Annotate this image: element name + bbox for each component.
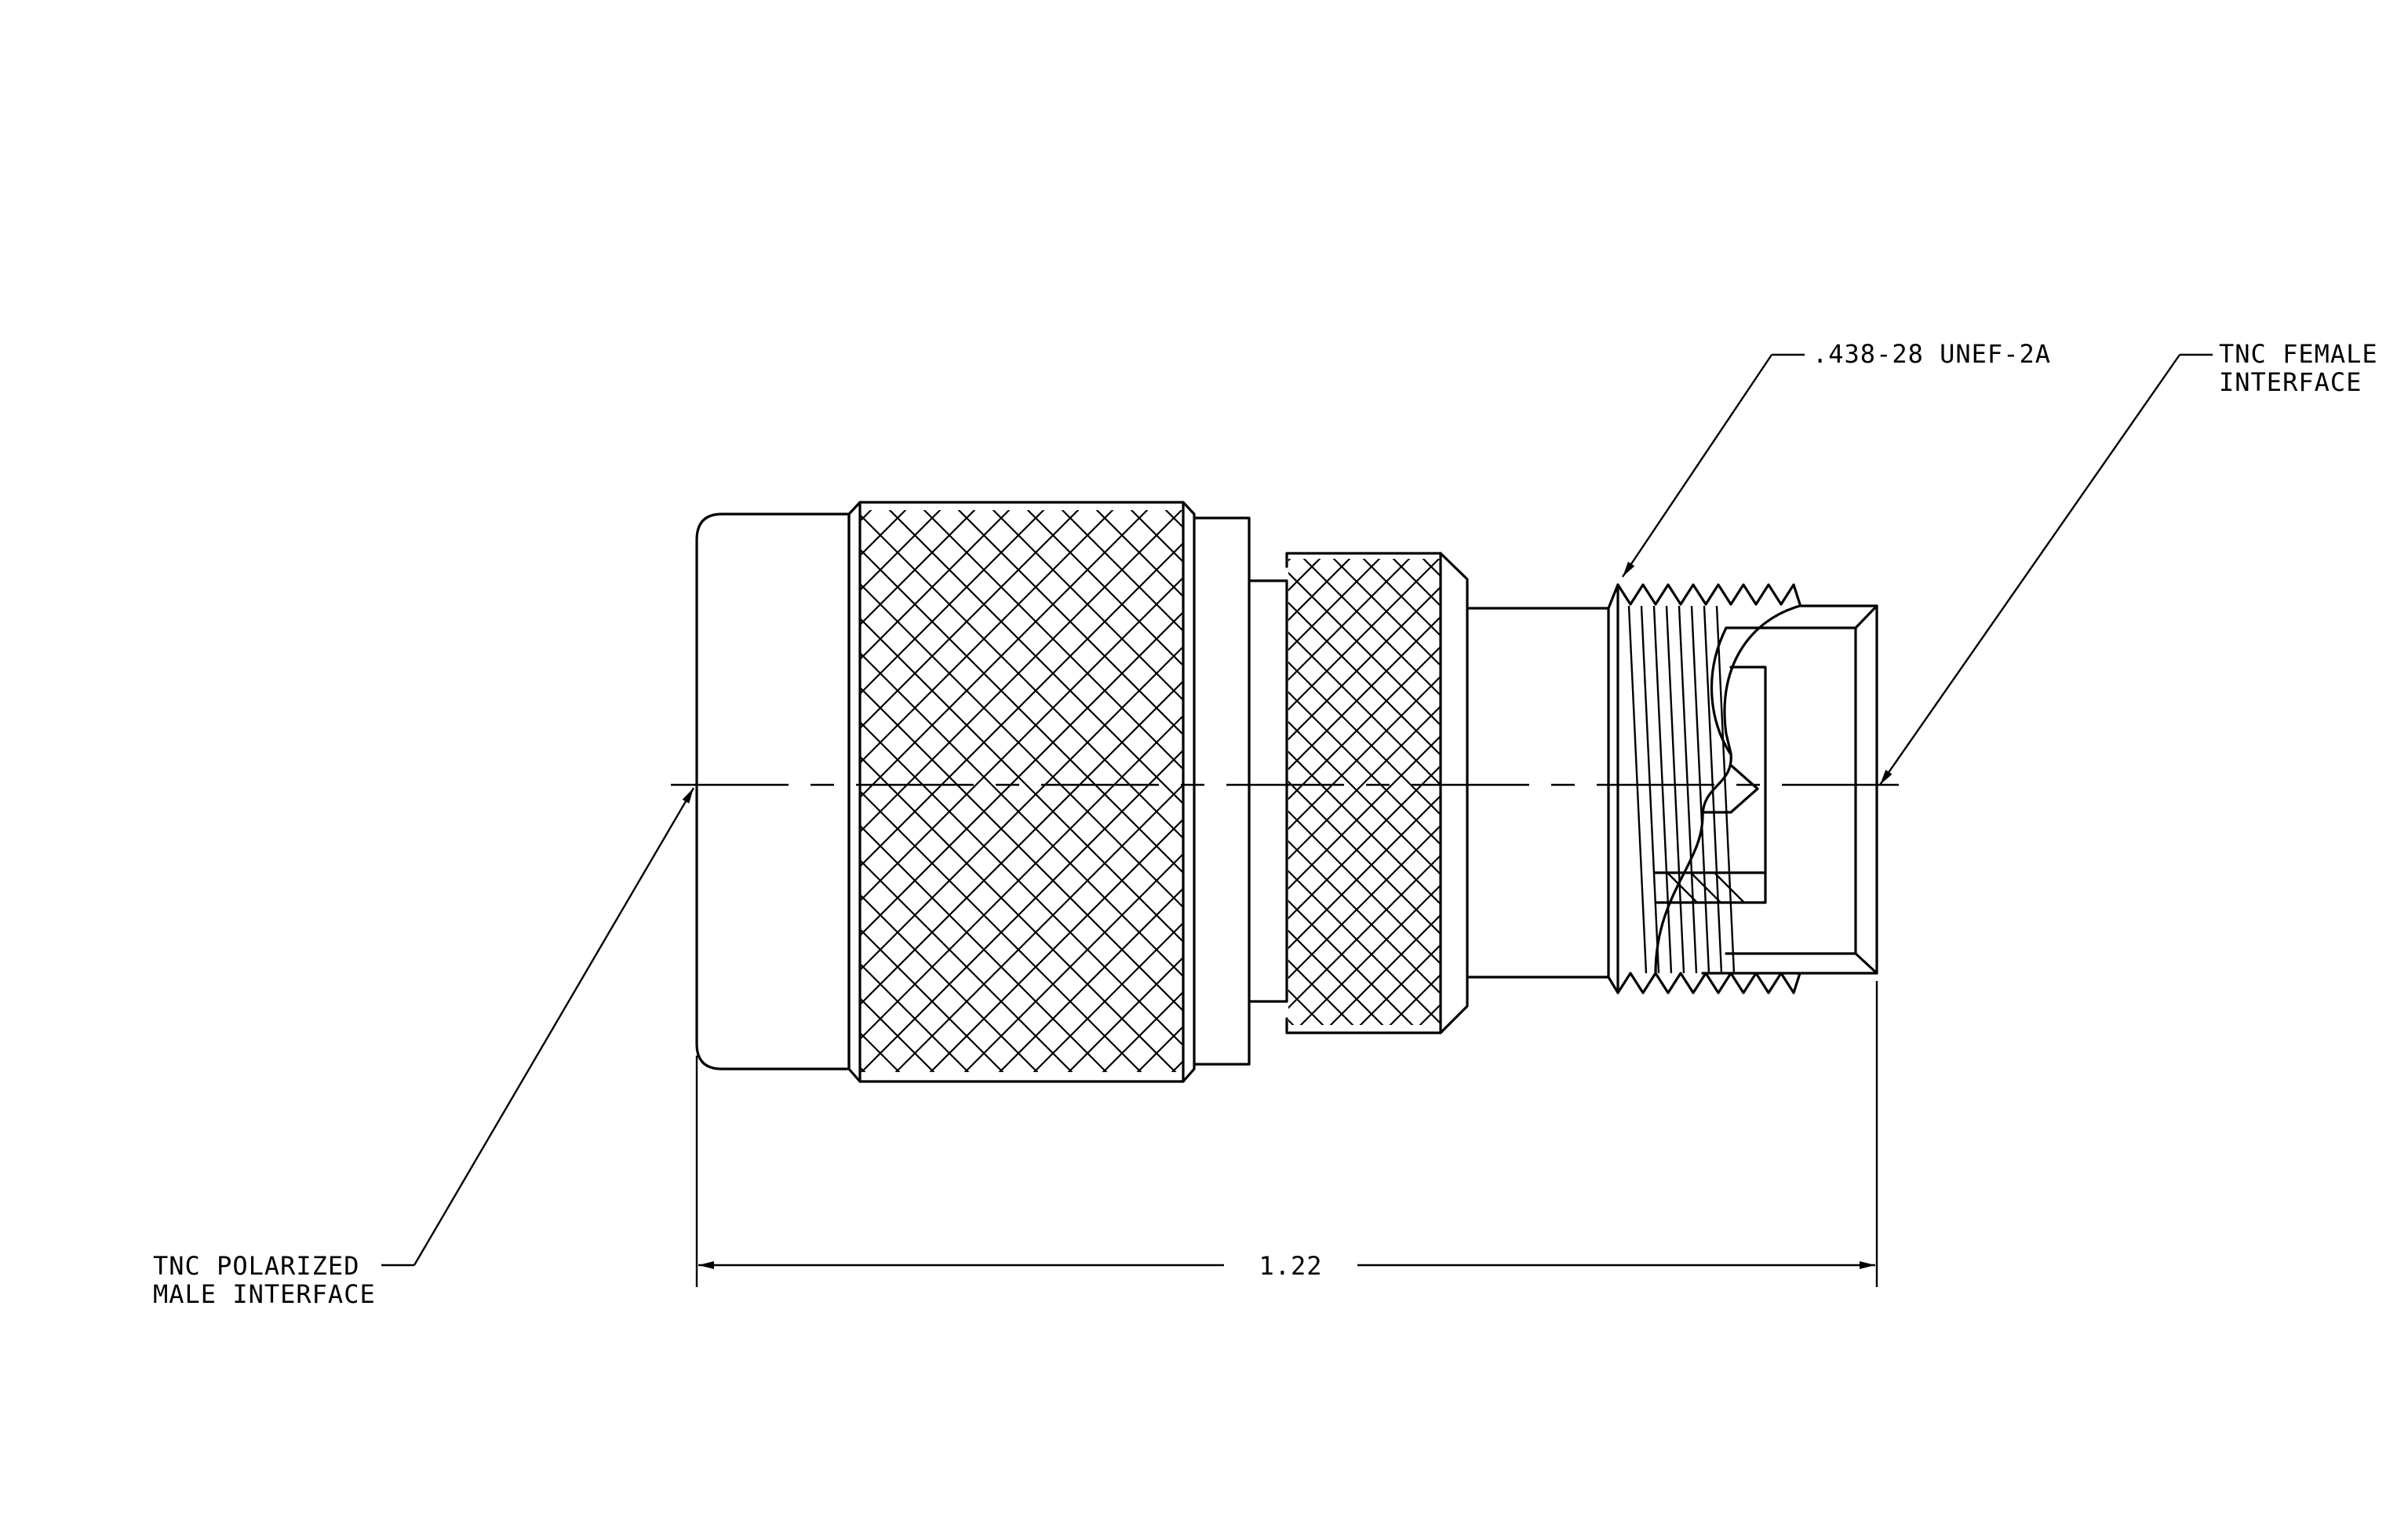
female-interface-label-line1: TNC FEMALE <box>2219 339 2378 369</box>
overall-length-label: 1.22 <box>1259 1251 1322 1281</box>
thread-spec-label: .438-28 UNEF-2A <box>1812 339 2051 369</box>
female-interface-body <box>1654 604 1878 975</box>
male-interface-label-line1: TNC POLARIZED <box>153 1251 359 1281</box>
thread-section <box>1607 583 1801 994</box>
extension-lines <box>695 981 1878 1287</box>
body-tube <box>1466 607 1610 979</box>
male-interface-leader <box>381 787 695 1267</box>
coupling-nut-large <box>847 501 1196 1083</box>
male-nose <box>695 512 851 1071</box>
body-neck <box>1193 516 1288 1066</box>
female-interface-label-line2: INTERFACE <box>2219 367 2362 397</box>
coupling-nut-small <box>1285 552 1469 1034</box>
thread-spec-leader <box>1622 353 1805 578</box>
female-interface-leader <box>1879 353 2213 786</box>
male-interface-label-line2: MALE INTERFACE <box>153 1279 376 1309</box>
